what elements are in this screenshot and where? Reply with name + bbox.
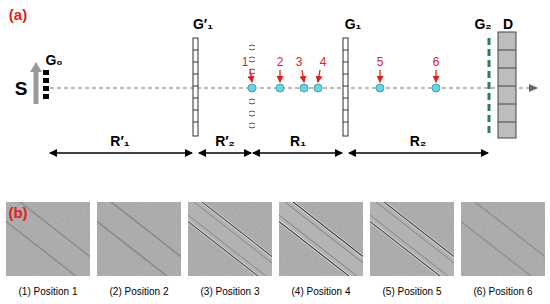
g0-grating (43, 70, 49, 99)
g1-prime-grating (193, 38, 198, 136)
source-arrow (34, 70, 39, 104)
xray-image (370, 202, 454, 276)
distance-label: R′₂ (215, 134, 235, 148)
image-caption: (6) Position 6 (474, 287, 533, 297)
callout-number: 3 (296, 56, 303, 68)
position-markers (248, 70, 440, 92)
callout-number: 4 (320, 56, 327, 68)
g1-grating (343, 38, 348, 136)
source-arrow-head (30, 62, 42, 72)
xray-image (6, 202, 90, 276)
callout-number: 6 (433, 56, 440, 68)
grating-label: G₂ (474, 17, 491, 31)
image-caption: (2) Position 2 (110, 287, 169, 297)
xray-image (188, 202, 272, 276)
source-label: S (15, 79, 28, 98)
distance-label: R₂ (410, 134, 426, 148)
image-caption: (3) Position 3 (201, 287, 260, 297)
image-caption: (5) Position 5 (383, 287, 442, 297)
xray-image (461, 202, 545, 276)
optical-axis (50, 87, 537, 88)
image-caption: (4) Position 4 (292, 287, 351, 297)
panel-label: (a) (9, 7, 27, 22)
distance-label: R₁ (290, 134, 306, 148)
detector (498, 32, 516, 138)
image-caption: (1) Position 1 (19, 287, 78, 297)
panel-label: (b) (8, 205, 27, 220)
grating-label: G₁ (345, 17, 362, 31)
callout-number: 1 (242, 56, 249, 68)
sample-column (249, 45, 255, 128)
xray-image (279, 202, 363, 276)
callout-number: 5 (377, 56, 384, 68)
g2-grating (488, 38, 491, 136)
detector-label: D (503, 17, 513, 31)
distance-label: R′₁ (110, 134, 129, 148)
grating-label: G₀ (45, 53, 62, 67)
xray-image (97, 202, 181, 276)
callout-number: 2 (277, 56, 284, 68)
grating-label: G′₁ (193, 17, 213, 31)
distance-arrows (50, 152, 488, 153)
